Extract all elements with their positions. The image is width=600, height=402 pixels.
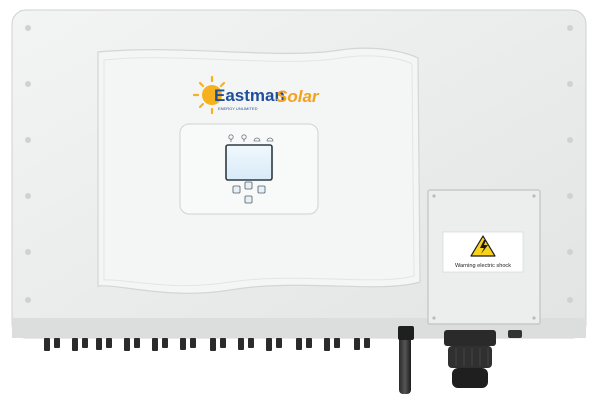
wiring-box-cover: Warning electric shock xyxy=(427,189,541,325)
side-port xyxy=(508,330,522,338)
ac-cable xyxy=(399,332,411,394)
down-button[interactable] xyxy=(244,195,253,204)
lcd-screen xyxy=(225,144,273,181)
dc-switch xyxy=(398,326,414,340)
display-control-panel xyxy=(179,123,319,215)
mounting-holes-left xyxy=(25,25,31,303)
brand-product-line: Solar xyxy=(276,87,320,106)
warning-label-text: Warning electric shock xyxy=(455,263,511,269)
enter-button[interactable] xyxy=(257,185,266,194)
dc-input-connectors xyxy=(44,338,370,351)
back-button[interactable] xyxy=(232,185,241,194)
status-indicator-icons xyxy=(228,134,274,142)
cable-gland xyxy=(444,330,496,388)
brand-logo: Eastman Solar ENERGY UNLIMITED xyxy=(192,75,320,115)
navigation-buttons[interactable] xyxy=(232,181,266,204)
mounting-holes-right xyxy=(567,25,573,303)
sun-icon xyxy=(192,75,226,115)
up-button[interactable] xyxy=(244,181,253,190)
warning-label: Warning electric shock xyxy=(442,231,524,273)
lightning-bolt-icon xyxy=(470,235,496,257)
brand-name: Eastman xyxy=(214,86,285,105)
brand-tagline: ENERGY UNLIMITED xyxy=(218,106,258,111)
